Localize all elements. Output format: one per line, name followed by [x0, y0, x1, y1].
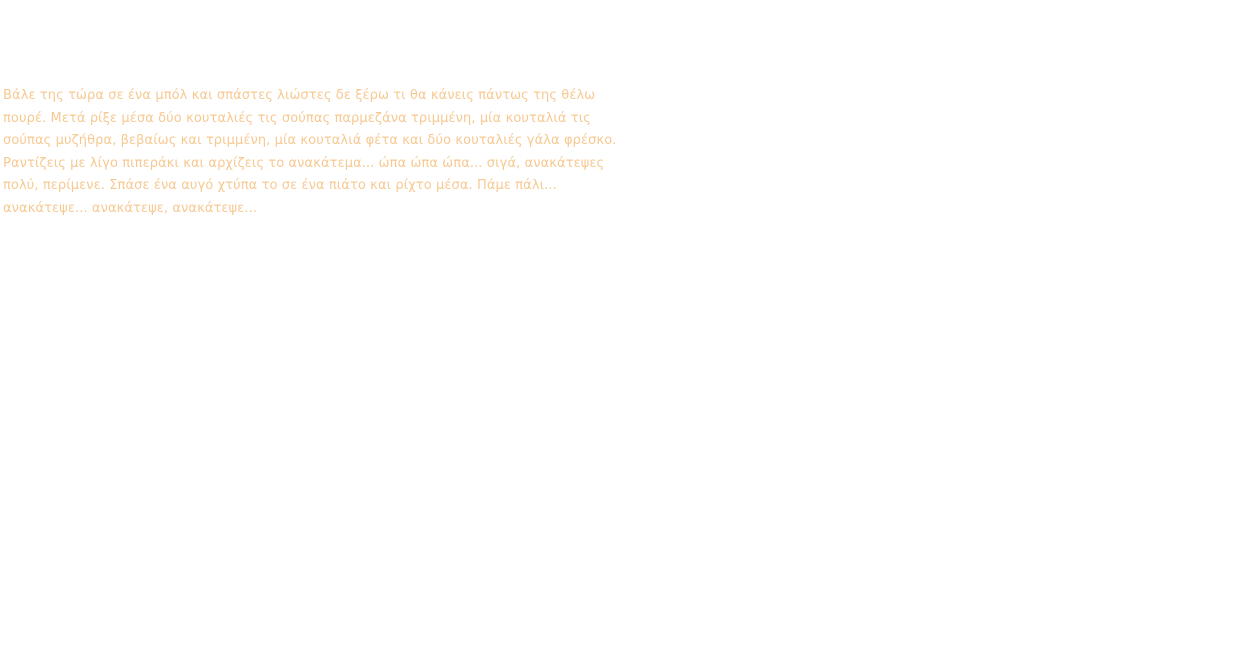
paragraph-line-4: Ραντίζεις με λίγο πιπεράκι και αρχίζεις …: [3, 155, 605, 171]
paragraph-line-2: πουρέ. Μετά ρίξε μέσα δύο κουταλιές τις …: [3, 110, 591, 126]
paragraph-line-6: ανακάτεψε... ανακάτεψε, ανακάτεψε...: [3, 200, 258, 216]
paragraph-line-3: σούπας μυζήθρα, βεβαίως και τριμμένη, μί…: [3, 133, 617, 148]
recipe-paragraph: Βάλε της τώρα σε ένα μπόλ και σπάστες λι…: [3, 85, 617, 220]
paragraph-line-1: Βάλε της τώρα σε ένα μπόλ και σπάστες λι…: [3, 88, 596, 103]
paragraph-line-5: πολύ, περίμενε. Σπάσε ένα αυγό χτύπα το …: [3, 178, 557, 193]
